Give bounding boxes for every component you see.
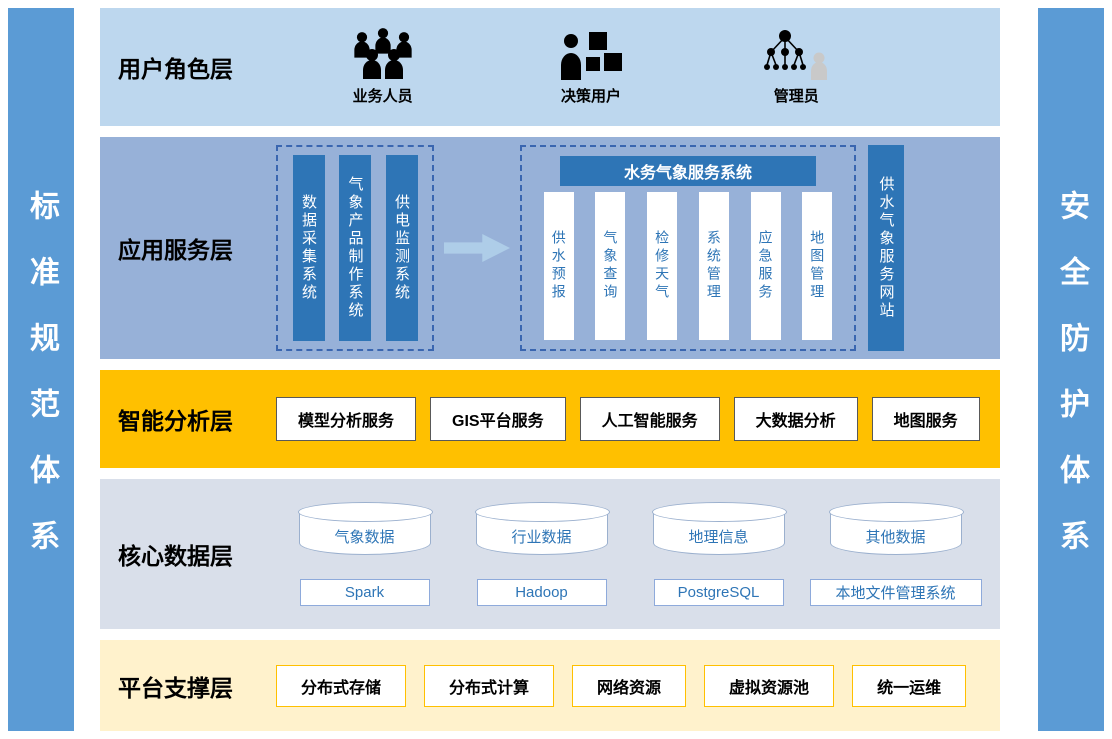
datastore-row: Spark Hadoop PostgreSQL 本地文件管理系统 (276, 579, 1000, 606)
data-layer: 核心数据层 气象数据 行业数据 地理信息 其他数据 Spark Hadoop P… (100, 479, 1000, 629)
user-role-layer-title: 用户角色层 (118, 56, 233, 82)
application-layer-title: 应用服务层 (118, 237, 233, 263)
analysis-layer-title: 智能分析层 (118, 408, 233, 434)
analysis-layer: 智能分析层 模型分析服务 GIS平台服务 人工智能服务 大数据分析 地图服务 (100, 370, 1000, 468)
datastore-box: Hadoop (476, 579, 607, 606)
roles-row: 业务人员 决策用户 (276, 28, 900, 106)
analysis-service-box: GIS平台服务 (430, 397, 566, 441)
source-system-label: 气象产品制作系统 (346, 176, 364, 320)
database-label: 其他数据 (829, 502, 964, 555)
flow-arrow-icon (444, 234, 510, 262)
source-system-bar: 气象产品制作系统 (339, 155, 371, 341)
platform-box: 网络资源 (572, 664, 687, 707)
database-cylinder: 其他数据 (829, 502, 964, 555)
module-label: 地图管理 (809, 229, 826, 302)
module-bar: 地图管理 (802, 191, 833, 340)
service-system-group: 水务气象服务系统 供水预报 气象查询 检修天气 系统管理 应急服 (520, 145, 856, 351)
website-label: 供水气象服务网站 (877, 176, 895, 320)
source-system-label: 供电监测系统 (393, 194, 410, 302)
platform-items-row: 分布式存储 分布式计算 网络资源 虚拟资源池 统一运维 (276, 664, 1000, 707)
source-systems-group: 数据采集系统 气象产品制作系统 供电监测系统 (276, 145, 434, 351)
module-bar: 系统管理 (698, 191, 729, 340)
module-label: 系统管理 (705, 229, 722, 302)
database-cylinder: 行业数据 (475, 502, 610, 555)
module-bar: 气象查询 (595, 191, 626, 340)
role-admin: 管理员 (762, 28, 830, 106)
business-users-icon (346, 28, 420, 80)
platform-box: 分布式存储 (276, 664, 407, 707)
platform-box: 虚拟资源池 (704, 664, 835, 707)
platform-box: 统一运维 (852, 664, 967, 707)
module-bar: 应急服务 (750, 191, 781, 340)
module-bar: 检修天气 (647, 191, 678, 340)
module-label: 供水预报 (550, 229, 567, 302)
database-label: 气象数据 (298, 502, 433, 555)
role-business-users: 业务人员 (346, 28, 420, 106)
platform-layer-title: 平台支撑层 (118, 674, 233, 701)
layer-stack: 用户角色层 业务人员 (100, 8, 1000, 731)
decision-user-icon (559, 28, 623, 80)
user-role-layer: 用户角色层 业务人员 (100, 8, 1000, 126)
analysis-service-box: 人工智能服务 (579, 397, 720, 441)
role-label: 业务人员 (352, 88, 413, 105)
data-grid: 气象数据 行业数据 地理信息 其他数据 Spark Hadoop Postgre… (276, 502, 1000, 606)
module-label: 检修天气 (654, 229, 671, 302)
analysis-service-box: 模型分析服务 (276, 397, 417, 441)
data-layer-title: 核心数据层 (118, 543, 233, 569)
database-cylinder: 地理信息 (652, 502, 787, 555)
database-label: 行业数据 (475, 502, 610, 555)
website-bar: 供水气象服务网站 (868, 145, 904, 351)
role-label: 管理员 (773, 88, 819, 105)
module-label: 应急服务 (757, 229, 774, 302)
source-system-label: 数据采集系统 (300, 194, 317, 302)
standards-pillar-label: 标准规范体系 (25, 189, 58, 586)
admin-network-icon (762, 28, 830, 80)
database-cylinder: 气象数据 (298, 502, 433, 555)
service-modules-row: 供水预报 气象查询 检修天气 系统管理 应急服务 地图管理 (522, 190, 854, 341)
platform-layer: 平台支撑层 分布式存储 分布式计算 网络资源 虚拟资源池 统一运维 (100, 640, 1000, 731)
standards-pillar: 标准规范体系 (8, 8, 74, 731)
module-label: 气象查询 (602, 229, 619, 302)
datastore-box: Spark (299, 579, 430, 606)
security-pillar: 安全防护体系 (1038, 8, 1104, 731)
database-label: 地理信息 (652, 502, 787, 555)
database-row: 气象数据 行业数据 地理信息 其他数据 (276, 502, 1000, 555)
source-system-bar: 供电监测系统 (385, 155, 418, 341)
application-service-layer: 应用服务层 数据采集系统 气象产品制作系统 供电监测系统 水务气象服务系统 供水… (100, 137, 1000, 359)
platform-box: 分布式计算 (424, 664, 555, 707)
service-system-header: 水务气象服务系统 (560, 156, 816, 186)
role-label: 决策用户 (560, 88, 621, 105)
role-decision-users: 决策用户 (559, 28, 623, 106)
analysis-service-box: 地图服务 (871, 397, 980, 441)
datastore-box: PostgreSQL (653, 579, 784, 606)
security-pillar-label: 安全防护体系 (1055, 189, 1088, 586)
module-bar: 供水预报 (543, 191, 574, 340)
datastore-box: 本地文件管理系统 (809, 579, 982, 606)
source-system-bar: 数据采集系统 (292, 155, 325, 341)
analysis-service-box: 大数据分析 (733, 397, 858, 441)
analysis-services-row: 模型分析服务 GIS平台服务 人工智能服务 大数据分析 地图服务 (276, 397, 1000, 441)
